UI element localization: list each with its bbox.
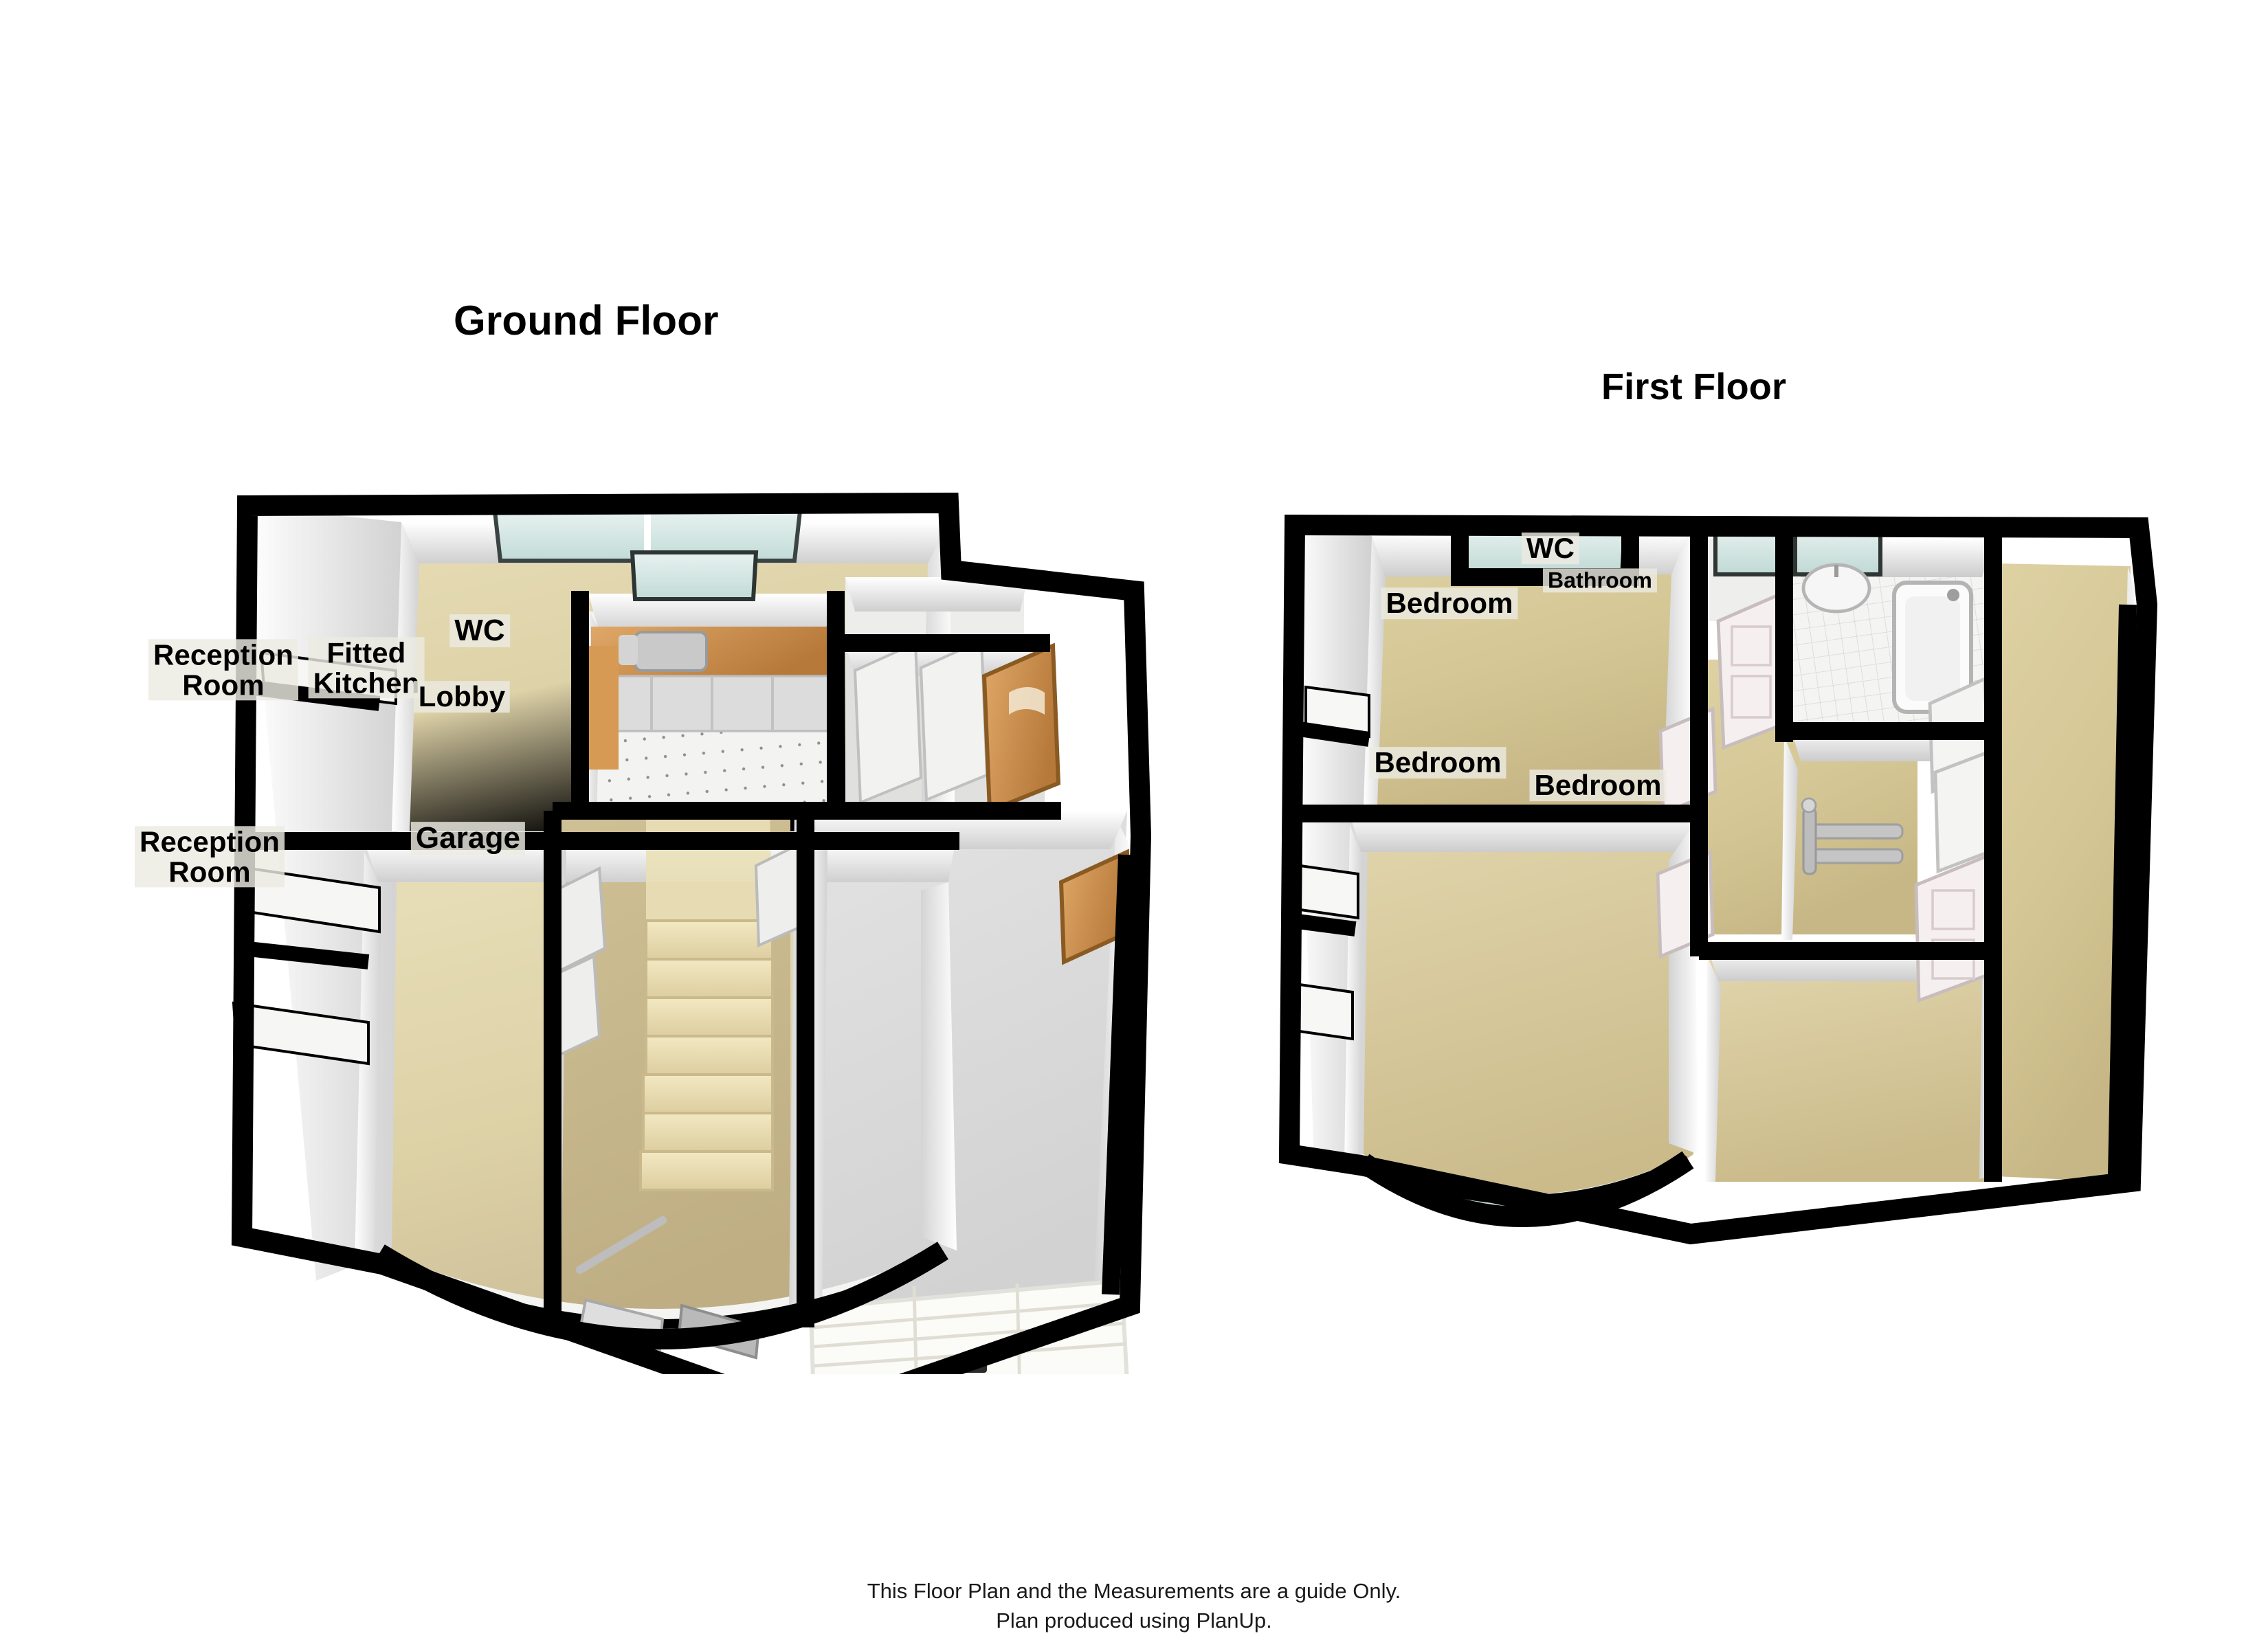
footer-line-2: Plan produced using PlanUp. bbox=[996, 1608, 1272, 1633]
floor-bedroom-front bbox=[1350, 824, 1693, 1213]
door-wc bbox=[919, 638, 989, 802]
stair-treads bbox=[639, 919, 774, 1191]
first-wall-outlines bbox=[1278, 514, 2158, 1245]
door-front-entrance bbox=[981, 642, 1061, 814]
staircase bbox=[576, 811, 774, 1274]
first-floor-plan: Bedroom Bedroom Bedroom WC Bathroom bbox=[1168, 412, 2186, 1305]
footer-note: This Floor Plan and the Measurements are… bbox=[0, 1577, 2268, 1636]
bathroom-tap bbox=[1947, 589, 1959, 601]
stair-landing bbox=[646, 811, 772, 921]
footer-line-1: This Floor Plan and the Measurements are… bbox=[867, 1579, 1401, 1603]
floor-bedroom-right-strip bbox=[1996, 563, 2131, 1182]
window-kitchen bbox=[630, 550, 759, 601]
stair-handrail bbox=[576, 1216, 667, 1274]
kitchen-fittings bbox=[588, 627, 834, 770]
ground-floor-plan: Reception Room Reception Room Fitted Kit… bbox=[41, 357, 1196, 1374]
towel-radiator bbox=[1801, 797, 1904, 875]
floor-garage bbox=[808, 811, 1127, 1319]
kitchen-sink bbox=[634, 631, 708, 672]
first-floor-svg bbox=[1278, 514, 2158, 1245]
door-lobby-inner bbox=[853, 640, 923, 805]
ground-floor-svg bbox=[231, 492, 1152, 1374]
window-left-lower bbox=[1293, 982, 1354, 1041]
bathroom-fittings bbox=[1801, 563, 1973, 875]
window-left-mid bbox=[1299, 864, 1359, 920]
first-floor-title: First Floor bbox=[1601, 366, 1787, 407]
ground-floor-title: Ground Floor bbox=[454, 298, 719, 344]
ground-wall-outlines bbox=[231, 492, 1152, 1374]
floor-bedroom-side bbox=[1707, 956, 1993, 1182]
